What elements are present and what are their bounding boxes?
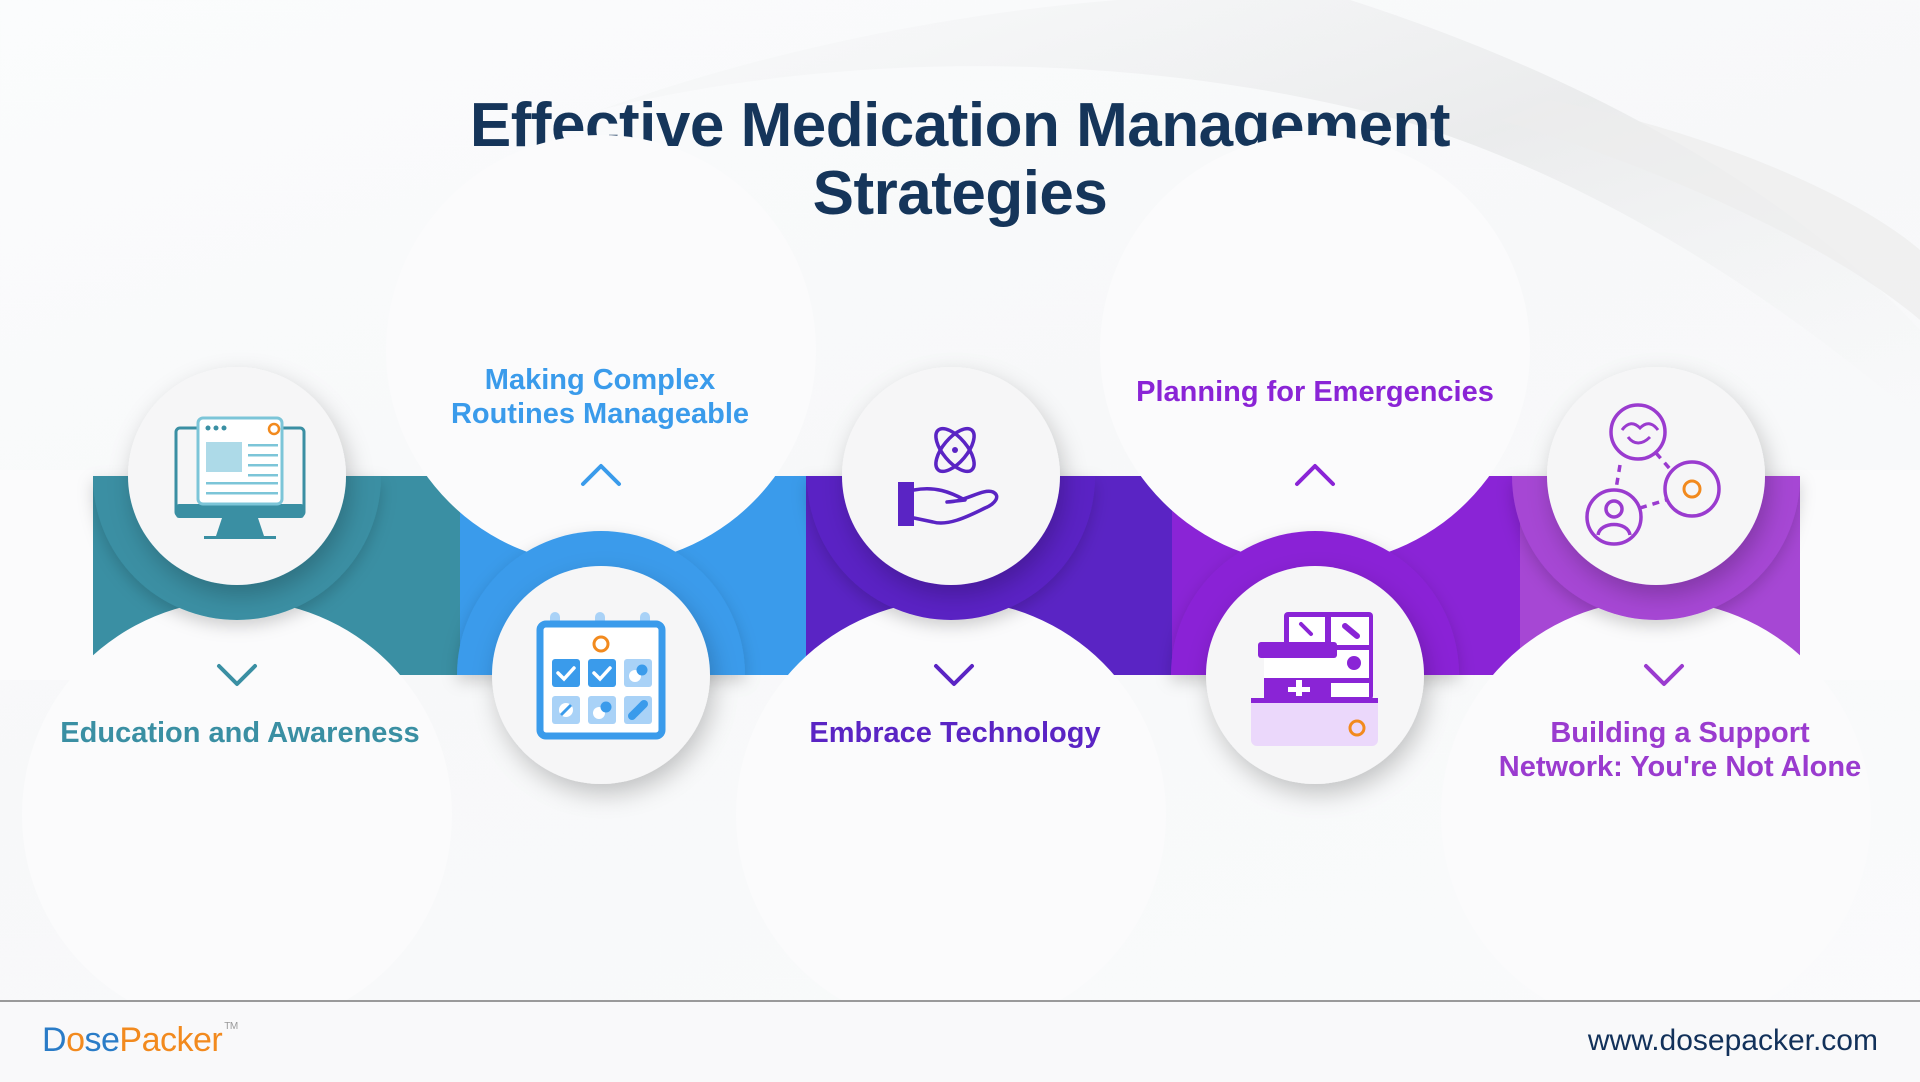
chevron-up-icon bbox=[581, 464, 621, 486]
step-label-technology: Embrace Technology bbox=[809, 717, 1101, 749]
step-label-line: Network: You're Not Alone bbox=[1498, 751, 1862, 783]
step-label-line: Building a Support bbox=[1550, 717, 1810, 749]
logo-tm: TM bbox=[224, 1021, 238, 1032]
support-network-icon bbox=[1585, 403, 1721, 546]
page-title-line2: Strategies bbox=[812, 159, 1108, 228]
logo-gear-o: o bbox=[66, 1021, 85, 1059]
logo-se: se bbox=[84, 1021, 120, 1059]
timeline-band bbox=[93, 367, 1800, 784]
footer bbox=[0, 1000, 1920, 1082]
chevron-down-icon bbox=[934, 664, 974, 686]
website-url-link[interactable]: www.dosepacker.com bbox=[1587, 1024, 1878, 1057]
step-label-support-network: Building a Support Network: You're Not A… bbox=[1480, 716, 1880, 784]
icon-circle-step-3 bbox=[842, 367, 1060, 585]
icon-circle-step-5 bbox=[1547, 367, 1765, 585]
chevron-down-icon bbox=[217, 664, 257, 686]
step-label-education: Education and Awareness bbox=[60, 717, 420, 749]
medicine-cabinet-icon bbox=[1251, 612, 1378, 746]
hand-atom-icon bbox=[898, 426, 999, 526]
logo-d: D bbox=[42, 1021, 67, 1059]
step-label-line: Making Complex bbox=[484, 364, 716, 396]
chevron-up-icon bbox=[1295, 464, 1335, 486]
calendar-pill-icon bbox=[536, 612, 666, 740]
logo-packer: Packer bbox=[119, 1021, 223, 1059]
computer-monitor-icon bbox=[174, 416, 306, 539]
step-label-emergencies: Planning for Emergencies bbox=[1136, 376, 1494, 408]
chevron-down-icon bbox=[1644, 664, 1684, 686]
step-label-line: Routines Manageable bbox=[450, 398, 750, 430]
step-label-complex-routines: Making Complex Routines Manageable bbox=[400, 363, 800, 431]
